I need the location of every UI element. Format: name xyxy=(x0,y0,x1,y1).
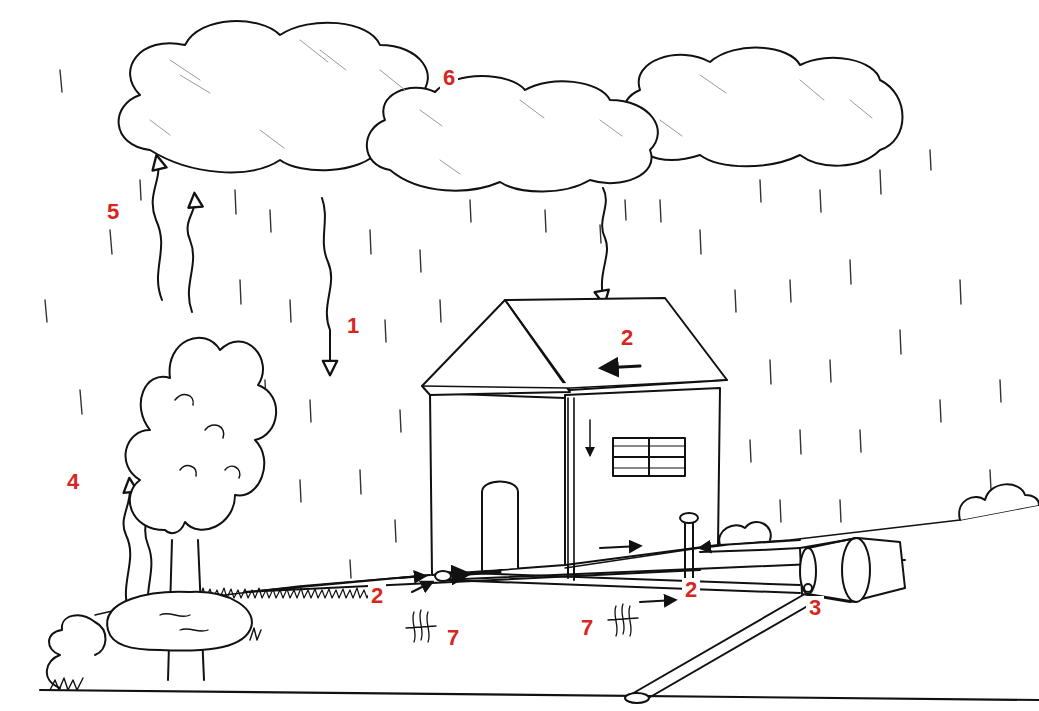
flow-arrow xyxy=(640,600,675,602)
flow-arrow xyxy=(412,582,432,592)
transpiration-arrow xyxy=(153,162,162,300)
callout-number: 1 xyxy=(344,314,362,338)
house xyxy=(422,298,727,575)
bush xyxy=(959,484,1039,520)
precipitation-arrow xyxy=(322,198,331,368)
callout-number: 5 xyxy=(104,200,122,224)
flow-arrow xyxy=(602,366,640,368)
callout-number: 6 xyxy=(440,66,458,90)
infiltration-symbol xyxy=(406,604,638,642)
bush xyxy=(47,615,106,688)
flow-arrow xyxy=(700,545,725,548)
transpiration-arrow xyxy=(188,200,196,312)
flow-arrow xyxy=(468,572,500,574)
callout-number: 7 xyxy=(444,626,462,650)
soakaway-box xyxy=(800,538,905,602)
callout-number: 3 xyxy=(806,596,824,620)
precipitation-arrow xyxy=(602,188,607,298)
callout-number: 7 xyxy=(578,616,596,640)
callout-number: 4 xyxy=(64,470,82,494)
callout-number: 2 xyxy=(618,326,636,350)
callout-number: 2 xyxy=(682,578,700,602)
flow-arrow xyxy=(600,546,640,548)
clouds xyxy=(119,21,903,191)
flow-arrow xyxy=(589,420,591,455)
callout-number: 2 xyxy=(368,584,386,608)
puddle xyxy=(107,592,252,651)
drain-pipes xyxy=(435,513,818,703)
flow-arrow xyxy=(400,576,425,578)
